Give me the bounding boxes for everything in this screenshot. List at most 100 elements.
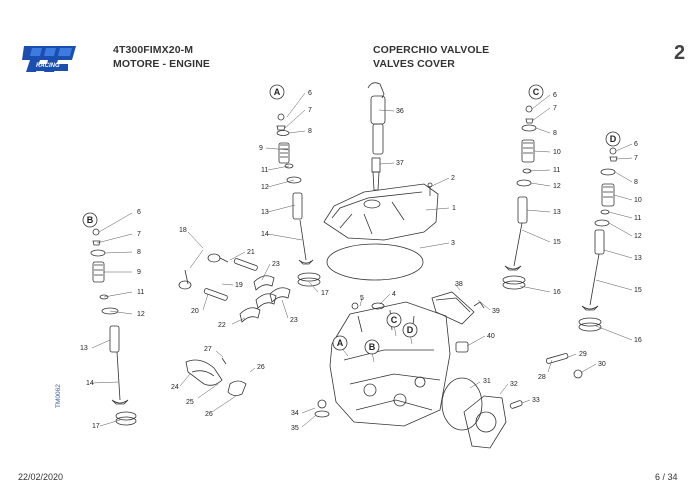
callout-23: 23	[290, 317, 298, 324]
callout-13: 13	[261, 209, 269, 216]
valve-group-d	[578, 147, 618, 332]
callout-6: 6	[137, 209, 141, 216]
group-label-b: B	[369, 342, 376, 352]
callout-15: 15	[553, 239, 561, 246]
callout-12: 12	[261, 184, 269, 191]
callout-7: 7	[553, 105, 557, 112]
callout-7: 7	[634, 155, 638, 162]
group-label-b: B	[87, 215, 94, 225]
callout-numbers: 1234566667777888899101011111111121212121…	[80, 90, 642, 432]
callout-40: 40	[487, 333, 495, 340]
cylinder-head	[329, 301, 451, 427]
callout-30: 30	[598, 361, 606, 368]
group-labels	[82, 84, 621, 355]
misc-small-parts	[314, 302, 583, 418]
section-title: MOTORE - ENGINE	[113, 58, 210, 70]
callout-7: 7	[308, 107, 312, 114]
callout-16: 16	[634, 337, 642, 344]
callout-28: 28	[538, 374, 546, 381]
ignition-coil	[367, 82, 386, 191]
tensioner-cover	[431, 291, 485, 353]
callout-14: 14	[86, 380, 94, 387]
callout-17: 17	[321, 290, 329, 297]
callout-8: 8	[308, 128, 312, 135]
intake-manifold	[185, 357, 247, 396]
group-label-a: A	[337, 338, 344, 348]
callout-31: 31	[483, 378, 491, 385]
callout-6: 6	[634, 141, 638, 148]
callout-6: 6	[553, 92, 557, 99]
side-cover	[441, 377, 523, 449]
valve-group-a	[276, 113, 321, 287]
callout-4: 4	[392, 291, 396, 298]
model-code: 4T300FIMX20-M	[113, 44, 194, 56]
callout-20: 20	[191, 308, 199, 315]
callout-13: 13	[553, 209, 561, 216]
logo-racing-text: RACING	[36, 63, 60, 69]
callout-34: 34	[291, 410, 299, 417]
group-label-d: D	[610, 134, 617, 144]
valve-cover	[323, 182, 439, 281]
callout-14: 14	[261, 231, 269, 238]
callout-11: 11	[261, 167, 268, 174]
callout-11: 11	[137, 289, 144, 296]
callout-29: 29	[579, 351, 587, 358]
callout-26: 26	[257, 364, 265, 371]
callout-32: 32	[510, 381, 518, 388]
valve-group-c	[502, 105, 537, 290]
group-label-c: C	[391, 315, 398, 325]
callout-9: 9	[259, 145, 263, 152]
callout-18: 18	[179, 227, 187, 234]
valve-group-b	[90, 228, 137, 426]
callout-11: 11	[634, 215, 641, 222]
callout-33: 33	[532, 397, 540, 404]
callout-21: 21	[247, 249, 255, 256]
callout-13: 13	[80, 345, 88, 352]
callout-5: 5	[360, 295, 364, 302]
callout-15: 15	[634, 287, 642, 294]
rocker-parts	[178, 253, 291, 323]
callout-3: 3	[451, 240, 455, 247]
callout-12: 12	[137, 311, 145, 318]
callout-39: 39	[492, 308, 500, 315]
callout-38: 38	[455, 281, 463, 288]
callout-11: 11	[553, 167, 560, 174]
callout-23: 23	[272, 261, 280, 268]
callout-17: 17	[92, 423, 100, 430]
callout-36: 36	[396, 108, 404, 115]
group-label-a: A	[274, 87, 281, 97]
callout-7: 7	[137, 231, 141, 238]
callout-6: 6	[308, 90, 312, 97]
callout-22: 22	[218, 322, 226, 329]
page-number: 2	[674, 42, 686, 64]
callout-37: 37	[396, 160, 404, 167]
callout-8: 8	[137, 249, 141, 256]
group-title-en: VALVES COVER	[373, 58, 455, 70]
group-label-d: D	[407, 325, 414, 335]
callout-2: 2	[451, 175, 455, 182]
callout-27: 27	[204, 346, 212, 353]
callout-35: 35	[291, 425, 299, 432]
callout-13: 13	[634, 255, 642, 262]
callout-12: 12	[634, 233, 642, 240]
callout-1: 1	[452, 205, 456, 212]
callout-9: 9	[137, 269, 141, 276]
callout-8: 8	[553, 130, 557, 137]
callout-8: 8	[634, 179, 638, 186]
callout-10: 10	[634, 197, 642, 204]
tm-racing-logo	[22, 46, 76, 72]
callout-25: 25	[186, 399, 194, 406]
side-code: TM0062	[55, 384, 62, 408]
group-title-it: COPERCHIO VALVOLE	[373, 44, 490, 56]
callout-16: 16	[553, 289, 561, 296]
callout-26: 26	[205, 411, 213, 418]
footer-page: 6 / 34	[655, 472, 678, 482]
footer-date: 22/02/2020	[18, 472, 64, 482]
group-label-c: C	[533, 87, 540, 97]
callout-24: 24	[171, 384, 179, 391]
callout-19: 19	[235, 282, 243, 289]
leader-lines	[91, 92, 633, 428]
callout-12: 12	[553, 183, 561, 190]
